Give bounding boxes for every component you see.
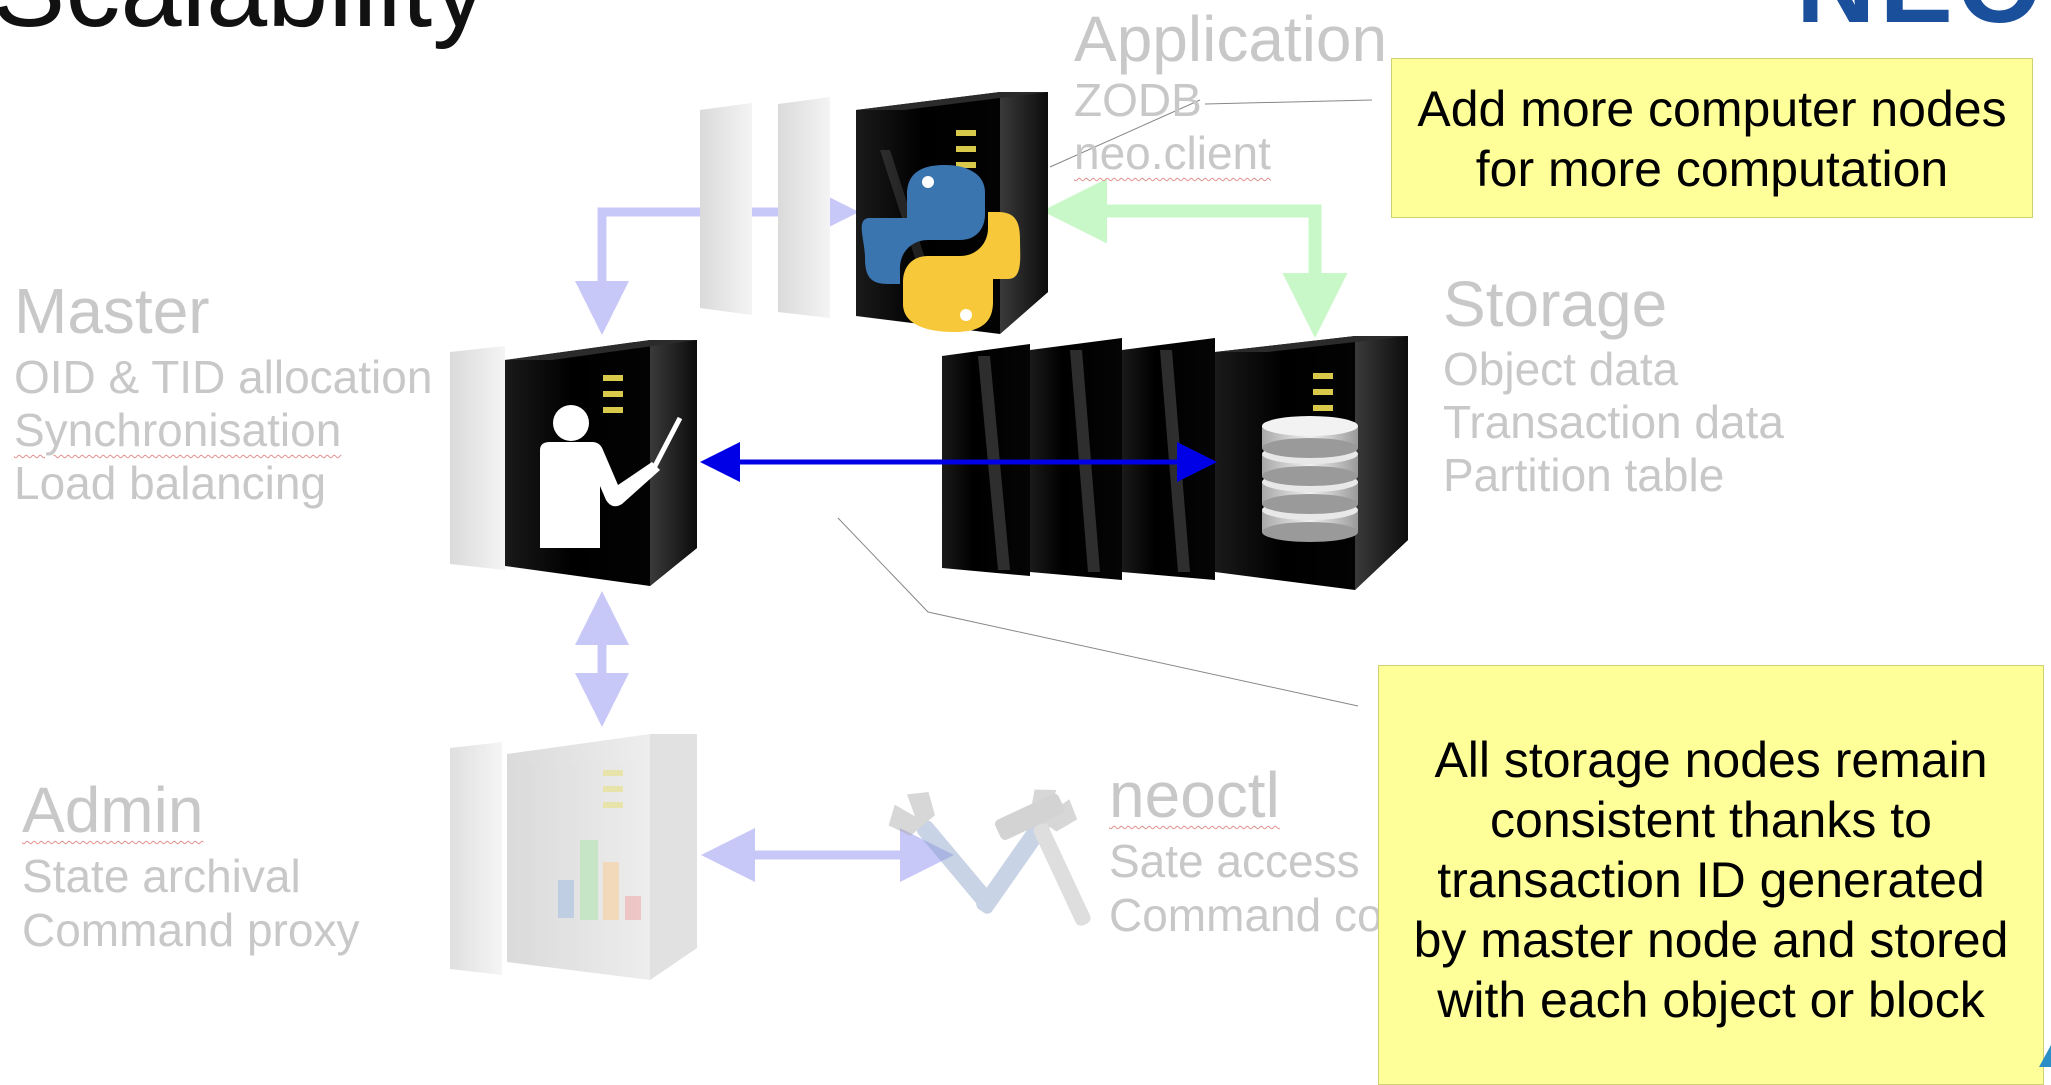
slide-corner-decoration — [2039, 1045, 2051, 1067]
admin-line-proxy: Command proxy — [22, 904, 360, 956]
callout-line: All storage nodes remain — [1434, 732, 1988, 788]
arrow-application-storage — [1042, 178, 1348, 338]
arrow-master-application — [575, 185, 859, 335]
python-logo-icon — [861, 165, 1021, 332]
callout-line: consistent thanks to — [1490, 792, 1932, 848]
callout-storage-consistency: All storage nodes remain consistent than… — [1378, 665, 2044, 1085]
admin-line-archival: State archival — [22, 850, 301, 902]
storage-title: Storage — [1443, 268, 1668, 340]
callout-line: transaction ID generated — [1437, 852, 1985, 908]
neo-logo: NEO — [1796, 0, 2046, 40]
master-line-balancing: Load balancing — [14, 457, 327, 509]
callout-line: Add more computer nodes — [1417, 81, 2007, 137]
admin-server — [450, 734, 697, 980]
master-line-sync: Synchronisation — [14, 404, 342, 456]
application-server — [700, 92, 1048, 334]
master-title: Master — [14, 275, 210, 347]
connector-lines — [837, 99, 1373, 707]
tools-icon — [888, 789, 1091, 926]
neoctl-line-access: Sate access — [1109, 835, 1360, 887]
teacher-icon — [540, 405, 683, 548]
callout-add-compute-nodes: Add more computer nodes for more computa… — [1391, 58, 2033, 218]
bar-chart-icon — [558, 840, 641, 920]
callout-line: by master node and stored — [1413, 912, 2009, 968]
storage-line-object: Object data — [1443, 343, 1679, 395]
application-line-client: neo.client — [1074, 127, 1271, 179]
admin-title: Admin — [22, 774, 204, 846]
slide-title: Scalability — [0, 0, 487, 44]
storage-line-partition: Partition table — [1443, 449, 1725, 501]
callout-line: for more computation — [1475, 141, 1949, 197]
storage-line-transaction: Transaction data — [1443, 396, 1784, 448]
neoctl-title: neoctl — [1109, 759, 1280, 831]
application-line-zodb: ZODB — [1074, 74, 1202, 126]
application-title: Application — [1074, 3, 1388, 75]
callout-line: with each object or block — [1437, 972, 1985, 1028]
neoctl-line-command: Command co — [1109, 889, 1383, 941]
master-line-allocation: OID & TID allocation — [14, 351, 433, 403]
database-icon — [1262, 416, 1358, 542]
master-server — [450, 340, 697, 586]
